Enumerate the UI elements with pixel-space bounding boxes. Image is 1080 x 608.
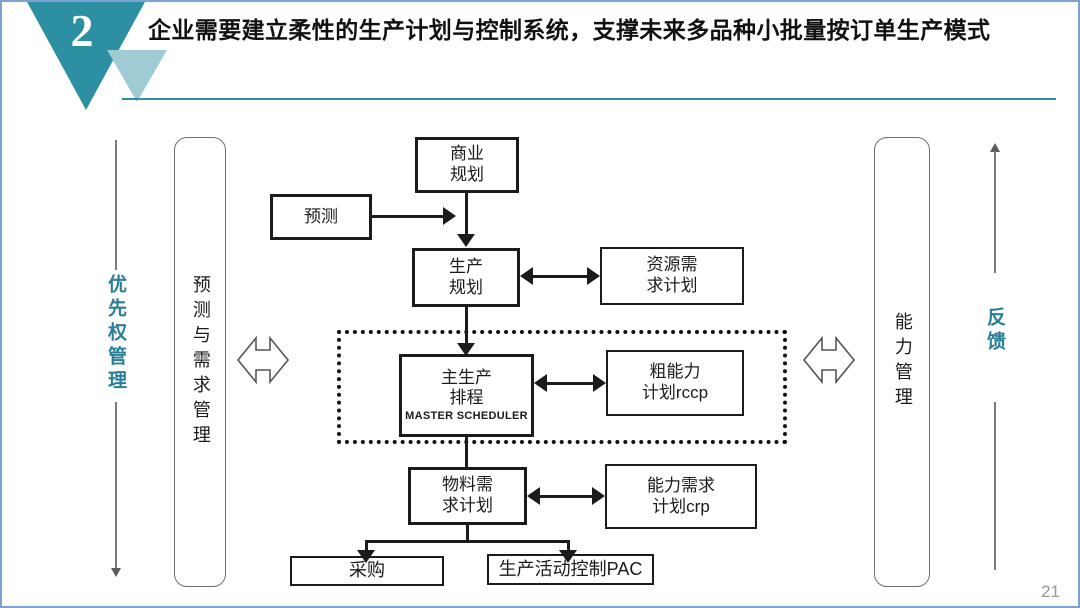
node-line: 规划 — [450, 165, 484, 184]
feedback-rail-line-top — [994, 151, 996, 273]
connector-mrp-to-crp — [534, 495, 598, 498]
connector-ms-arrow-left-icon — [534, 374, 547, 392]
node-line: 生产活动控制PAC — [498, 558, 643, 579]
capacity-management-label: 能力管理 — [892, 312, 913, 412]
connector-to-pac — [567, 540, 570, 552]
node-line: 商业 — [450, 144, 484, 164]
connector-forecast-arrow-icon — [443, 207, 456, 225]
node-line: 计划rccp — [641, 383, 709, 402]
slide-number-badge: 2 — [70, 5, 94, 56]
connector-pp-arrow-left-icon — [520, 267, 533, 285]
node-line: 求计划 — [646, 276, 698, 295]
node-line: 物料需 — [442, 475, 493, 495]
connector-rrp-arrow-right-icon — [587, 267, 600, 285]
page-title: 企业需要建立柔性的生产计划与控制系统，支撑未来多品种小批量按订单生产模式 — [148, 17, 991, 43]
connector-rccp-arrow-right-icon — [593, 374, 606, 392]
node-master-scheduler[interactable]: 主生产 排程 MASTER SCHEDULER — [399, 354, 534, 437]
connector-bp-to-pp — [465, 193, 468, 235]
node-capacity-requirements-plan[interactable]: 能力需求 计划crp — [605, 464, 757, 529]
connector-purchasing-arrow-icon — [357, 550, 375, 563]
node-line: 主生产 — [441, 367, 492, 387]
node-rough-cut-capacity-plan[interactable]: 粗能力 计划rccp — [606, 350, 744, 416]
left-bidirectional-arrow-icon — [236, 335, 290, 385]
priority-rail-arrow-down-icon — [111, 568, 121, 577]
master-scheduling-group — [337, 330, 787, 444]
connector-ms-to-mrp — [465, 437, 468, 467]
node-line: 预测 — [304, 206, 338, 226]
connector-pp-to-ms — [465, 307, 468, 345]
node-line: 排程 — [449, 388, 484, 408]
connector-pp-to-rrp — [527, 275, 593, 278]
node-resource-requirements-plan[interactable]: 资源需 求计划 — [600, 247, 744, 305]
connector-to-purchasing — [365, 540, 368, 552]
priority-rail-line-top — [115, 140, 117, 270]
node-line: 能力需求 — [647, 475, 715, 495]
feedback-rail-arrow-up-icon — [990, 143, 1000, 152]
node-line: 生产 — [449, 256, 483, 276]
feedback-rail-line-bottom — [994, 402, 996, 570]
priority-rail-line-bottom — [115, 402, 117, 570]
node-forecast[interactable]: 预测 — [270, 194, 372, 240]
node-line: 规划 — [449, 277, 483, 297]
node-line: 求计划 — [442, 496, 493, 515]
connector-mrp-arrow-left-icon — [527, 487, 540, 505]
node-line: 粗能力 — [649, 362, 701, 382]
connector-bp-to-pp-arrow-icon — [457, 234, 475, 247]
priority-management-label: 优先权管理 — [105, 274, 126, 394]
connector-forecast-to-bp — [372, 215, 444, 218]
accent-triangle-icon — [107, 50, 167, 102]
forecast-demand-management-label: 预测与需求管理 — [190, 274, 211, 450]
feedback-label: 反馈 — [984, 307, 1005, 355]
node-production-planning[interactable]: 生产 规划 — [412, 248, 520, 307]
node-material-requirements-plan[interactable]: 物料需 求计划 — [408, 467, 527, 525]
node-subtitle: MASTER SCHEDULER — [405, 410, 528, 423]
connector-mrp-split-stem — [466, 525, 469, 542]
connector-mrp-split-bar — [365, 540, 570, 543]
page-number: 21 — [1041, 582, 1060, 601]
forecast-demand-management-panel: 预测与需求管理 — [174, 137, 226, 587]
connector-pac-arrow-icon — [559, 550, 577, 563]
title-divider — [122, 98, 1056, 100]
node-business-planning[interactable]: 商业 规划 — [415, 137, 519, 193]
right-bidirectional-arrow-icon — [802, 335, 856, 385]
node-line: 计划crp — [652, 496, 710, 516]
connector-ms-to-rccp — [541, 382, 599, 385]
connector-pp-to-ms-arrow-icon — [457, 343, 475, 356]
capacity-management-panel: 能力管理 — [874, 137, 930, 587]
connector-crp-arrow-right-icon — [592, 487, 605, 505]
node-line: 资源需 — [646, 255, 698, 275]
node-line: 采购 — [349, 560, 385, 581]
